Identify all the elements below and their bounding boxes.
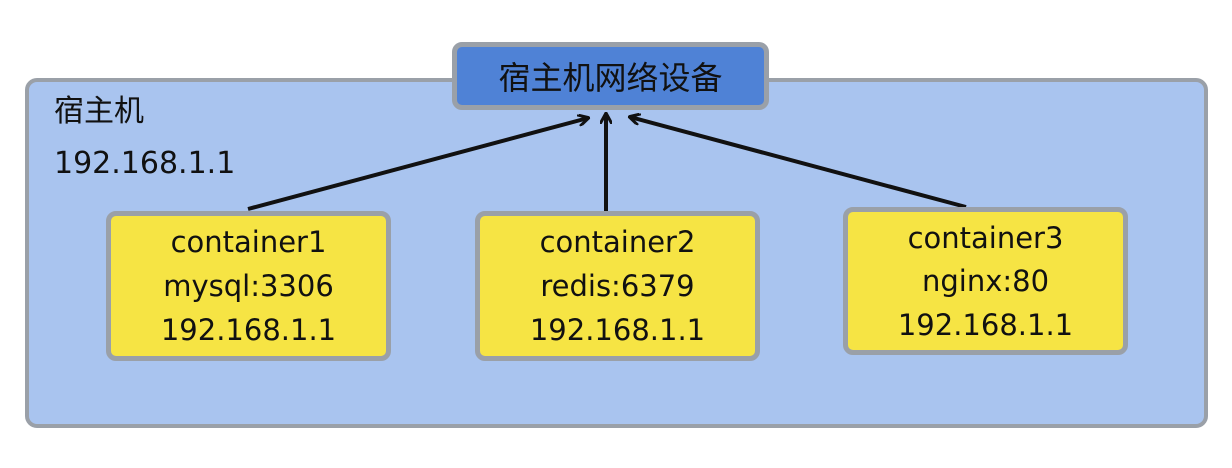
container-name: container2: [539, 225, 696, 259]
host-ip: 192.168.1.1: [54, 146, 236, 181]
host-network-device: 宿主机网络设备: [452, 42, 769, 110]
container-box-2: container2 redis:6379 192.168.1.1: [475, 211, 760, 361]
host-network-device-label: 宿主机网络设备: [498, 59, 723, 97]
container-name: container3: [907, 220, 1064, 255]
container-ip: 192.168.1.1: [897, 307, 1074, 342]
container-name: container1: [170, 225, 327, 259]
container-service: mysql:3306: [163, 269, 334, 303]
container-box-1: container1 mysql:3306 192.168.1.1: [106, 211, 391, 361]
container-box-3: container3 nginx:80 192.168.1.1: [843, 207, 1128, 355]
host-title: 宿主机: [54, 94, 144, 129]
container-ip: 192.168.1.1: [160, 313, 337, 347]
container-service: redis:6379: [540, 269, 695, 303]
container-ip: 192.168.1.1: [529, 313, 706, 347]
container-service: nginx:80: [921, 264, 1050, 298]
